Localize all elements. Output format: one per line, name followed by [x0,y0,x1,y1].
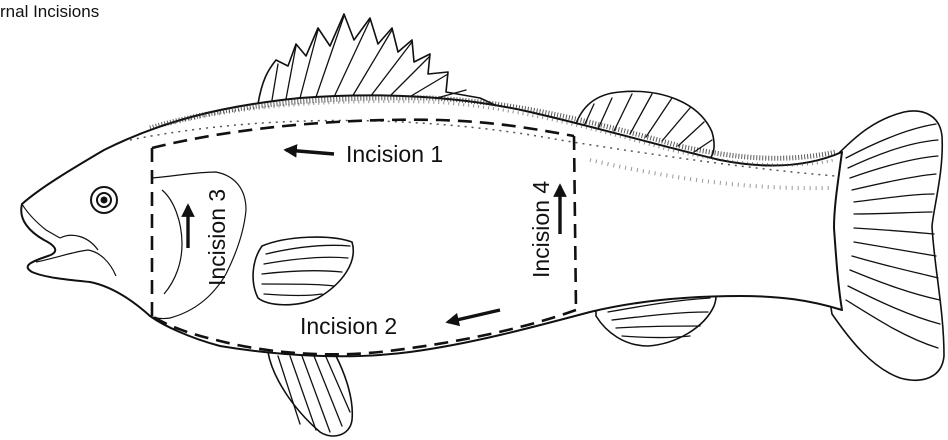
incision-3-label: Incision 3 [204,189,230,286]
pelvic-fin [268,351,352,436]
incision-4-label: Incision 4 [528,181,554,278]
eye-pupil [101,197,108,204]
fish-body [21,95,842,356]
caudal-fin [825,111,944,380]
incision-2-label: Incision 2 [300,313,397,339]
incision-1-label: Incision 1 [346,141,443,167]
